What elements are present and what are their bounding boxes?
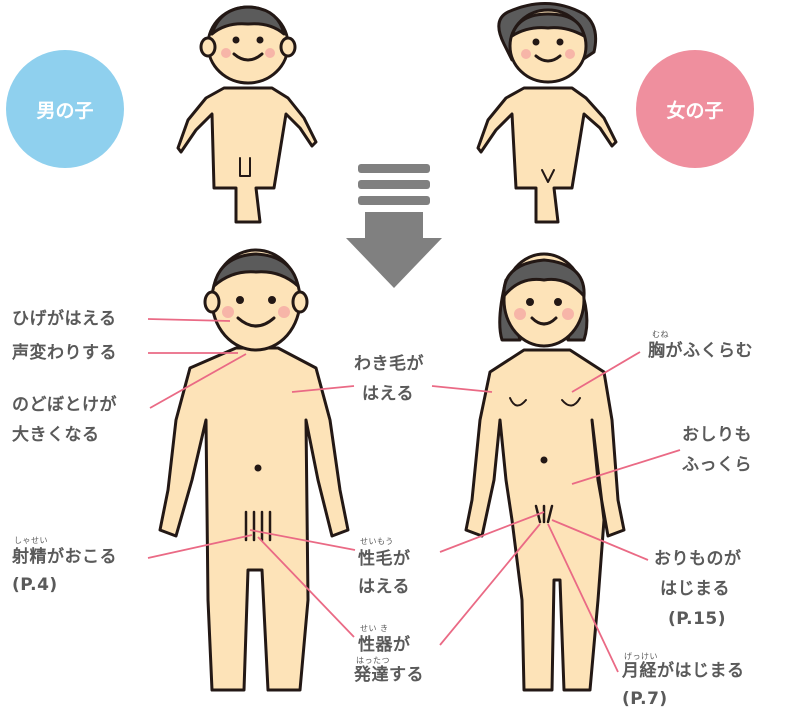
discharge-label-line1: おりものが bbox=[654, 549, 742, 569]
breast-ruby: むね bbox=[652, 330, 669, 339]
beard-label: ひげがはえる bbox=[12, 309, 117, 329]
hips-label-line1: おしりも bbox=[682, 425, 752, 445]
discharge-label-line2: はじまる bbox=[660, 579, 730, 599]
boy-label: 男の子 bbox=[36, 99, 94, 122]
girl-badge: 女の子 bbox=[636, 50, 754, 168]
voice-label: 声変わりする bbox=[12, 343, 117, 363]
girl-label: 女の子 bbox=[666, 99, 724, 122]
pubic-hair-label-line2: はえる bbox=[358, 577, 410, 597]
development-ruby: はったつ bbox=[356, 656, 390, 665]
ejaculation-label-line2: (P.4) bbox=[12, 575, 58, 595]
girl-adolescent-figure bbox=[464, 252, 626, 692]
hips-label-line2: ふっくら bbox=[682, 455, 752, 475]
boy-adolescent-figure bbox=[158, 248, 350, 692]
menstruation-label-line1: 月経がはじまる bbox=[622, 661, 745, 681]
boy-badge: 男の子 bbox=[6, 50, 124, 168]
genital-ruby: せい き bbox=[360, 624, 389, 633]
adams-apple-label-line2: 大きくなる bbox=[12, 425, 100, 445]
genital-label-line2: 発達する bbox=[354, 665, 424, 685]
pubic-hair-label-line1: 性毛が bbox=[358, 549, 411, 569]
girl-child-figure bbox=[476, 2, 618, 224]
growth-arrow bbox=[346, 164, 442, 288]
boy-child-figure bbox=[176, 5, 318, 224]
menstruation-ruby: げっけい bbox=[624, 652, 658, 661]
armpit-hair-label-line2: はえる bbox=[362, 384, 414, 404]
menstruation-label-line2: (P.7) bbox=[622, 689, 668, 709]
genital-label-line1: 性器が bbox=[358, 635, 411, 655]
ejaculation-label-line1: 射精がおこる bbox=[12, 547, 117, 567]
adams-apple-label-line1: のどぼとけが bbox=[12, 395, 117, 415]
armpit-hair-label-line1: わき毛が bbox=[354, 354, 424, 374]
breast-label: 胸がふくらむ bbox=[648, 341, 753, 361]
leader-lines bbox=[147, 318, 681, 673]
ejaculation-ruby: しゃせい bbox=[14, 536, 48, 545]
pubic-hair-ruby: せいもう bbox=[360, 537, 394, 546]
discharge-label-line3: (P.15) bbox=[668, 609, 726, 629]
